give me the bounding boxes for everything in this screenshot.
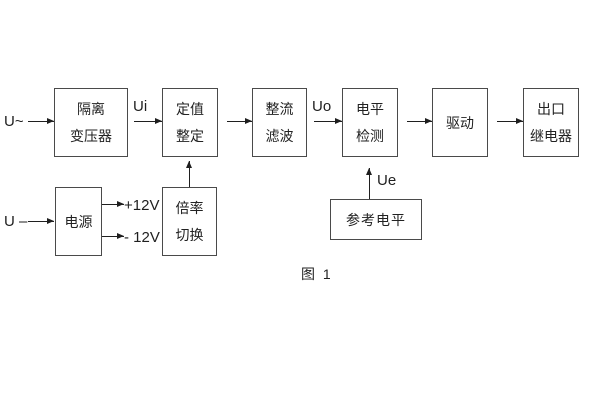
block-rectify-filter: 整流 滤波	[252, 88, 307, 157]
arrow-drive-to-relay	[497, 117, 523, 124]
arrow-plus-12v	[102, 200, 124, 207]
block-label-line: 电源	[64, 213, 93, 230]
arrow-reference-to-level	[365, 168, 372, 199]
block-reference-level: 参考电平	[330, 199, 422, 240]
block-label-line: 整定	[176, 128, 204, 144]
arrow-dc-input	[28, 217, 54, 224]
block-label-line: 参考电平	[346, 211, 406, 228]
block-setting-adjust: 定值 整定	[162, 88, 218, 157]
arrow-transformer-to-setting	[134, 117, 162, 124]
block-label-line: 出口	[537, 101, 565, 117]
block-label-line: 变压器	[70, 128, 112, 144]
arrow-ac-input	[28, 117, 54, 124]
label-ui: Ui	[133, 98, 148, 115]
block-drive: 驱动	[432, 88, 488, 157]
block-output-relay: 出口 继电器	[523, 88, 579, 157]
block-label-line: 继电器	[530, 128, 572, 144]
arrow-setting-to-rectify	[227, 117, 252, 124]
block-label-line: 整流	[265, 101, 294, 117]
label-input-dc: U –	[4, 213, 28, 230]
arrow-rectify-to-level	[314, 117, 342, 124]
label-uo: Uo	[312, 98, 332, 115]
arrow-minus-12v	[102, 232, 124, 239]
block-label-line: 滤波	[265, 128, 294, 144]
block-label-line: 定值	[176, 101, 204, 117]
block-level-detect: 电平 检测	[342, 88, 398, 157]
arrow-level-to-drive	[407, 117, 432, 124]
block-label-line: 驱动	[446, 114, 474, 131]
block-label-line: 电平	[356, 101, 384, 117]
block-label-line: 倍率	[175, 200, 204, 216]
block-label-line: 隔离	[77, 101, 105, 117]
arrow-ratio-to-setting	[185, 161, 192, 187]
block-label-line: 切换	[175, 227, 204, 243]
block-ratio-switch: 倍率 切换	[162, 187, 217, 256]
block-label-line: 检测	[356, 128, 384, 144]
label-input-ac: U~	[4, 113, 24, 130]
label-plus-12v: +12V	[124, 197, 160, 214]
block-isolation-transformer: 隔离 变压器	[54, 88, 128, 157]
label-ue: Ue	[377, 172, 397, 189]
block-power-supply: 电源	[55, 187, 102, 256]
label-minus-12v: - 12V	[124, 229, 160, 246]
figure-caption: 图 1	[301, 266, 333, 282]
